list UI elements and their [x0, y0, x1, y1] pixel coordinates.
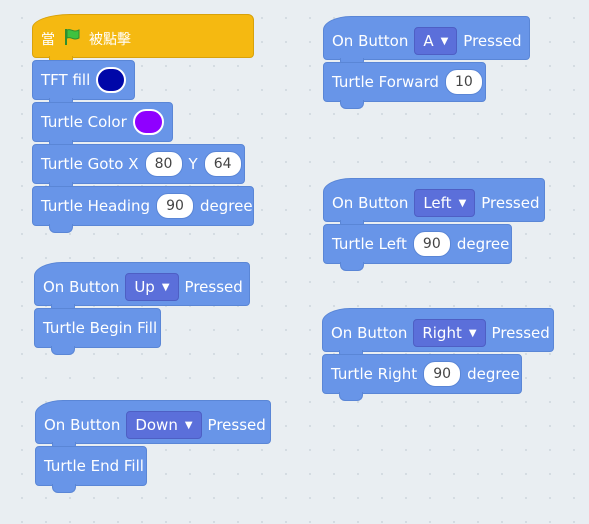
heading-unit-label: degree [200, 197, 253, 215]
caret-down-icon: ▼ [468, 327, 477, 339]
turtle-color-block[interactable]: Turtle Color [32, 102, 173, 149]
tft-fill-color-swatch[interactable] [96, 67, 126, 93]
button-select-dropdown[interactable]: A ▼ [414, 27, 458, 55]
right-degree-unit-label: degree [467, 365, 520, 383]
turtle-forward-block[interactable]: Turtle Forward 10 [323, 62, 486, 109]
pressed-label: Pressed [184, 278, 243, 296]
on-button-down-block[interactable]: On Button Down ▼ Pressed [35, 400, 271, 451]
heading-input[interactable]: 90 [156, 193, 195, 219]
turtle-begin-fill-label: Turtle Begin Fill [43, 319, 158, 337]
caret-down-icon: ▼ [440, 35, 449, 47]
button-select-dropdown[interactable]: Right ▼ [413, 319, 486, 347]
pressed-label: Pressed [481, 194, 540, 212]
caret-down-icon: ▼ [458, 197, 467, 209]
goto-y-input[interactable]: 64 [203, 151, 242, 177]
main-script-stack[interactable]: 當 被點擊 TFT fill Turtle Color Turtle Goto … [32, 14, 254, 233]
forward-steps-input[interactable]: 10 [444, 69, 483, 95]
left-degree-unit-label: degree [456, 235, 510, 253]
turtle-forward-label: Turtle Forward [332, 73, 439, 91]
on-button-label: On Button [43, 278, 120, 296]
on-button-right-stack[interactable]: On Button Right ▼ Pressed Turtle Right 9… [322, 308, 554, 401]
green-flag-icon [63, 28, 81, 50]
turtle-heading-label: Turtle Heading [41, 197, 151, 215]
tft-fill-label: TFT fill [41, 71, 91, 89]
pressed-label: Pressed [207, 416, 266, 434]
on-button-down-stack[interactable]: On Button Down ▼ Pressed Turtle End Fill [35, 400, 271, 493]
button-select-dropdown[interactable]: Up ▼ [125, 273, 179, 301]
tft-fill-block[interactable]: TFT fill [32, 60, 135, 107]
on-button-label: On Button [44, 416, 121, 434]
when-flag-suffix: 被點擊 [89, 32, 131, 48]
on-button-a-block[interactable]: On Button A ▼ Pressed [323, 16, 530, 67]
turtle-end-fill-block[interactable]: Turtle End Fill [35, 446, 147, 493]
button-select-value: Up [134, 278, 155, 296]
turtle-right-block[interactable]: Turtle Right 90 degree [322, 354, 522, 401]
on-button-label: On Button [331, 324, 408, 342]
caret-down-icon: ▼ [184, 419, 193, 431]
on-button-left-stack[interactable]: On Button Left ▼ Pressed Turtle Left 90 … [323, 178, 545, 271]
goto-y-label: Y [188, 155, 198, 173]
when-flag-prefix: 當 [41, 32, 55, 48]
turtle-goto-label: Turtle Goto X [41, 155, 139, 173]
button-select-value: Down [135, 416, 178, 434]
button-select-dropdown[interactable]: Down ▼ [126, 411, 202, 439]
turtle-color-label: Turtle Color [41, 113, 127, 131]
on-button-up-block[interactable]: On Button Up ▼ Pressed [34, 262, 250, 313]
pressed-label: Pressed [463, 32, 522, 50]
on-button-a-stack[interactable]: On Button A ▼ Pressed Turtle Forward 10 [323, 16, 530, 109]
caret-down-icon: ▼ [161, 281, 170, 293]
button-select-dropdown[interactable]: Left ▼ [414, 189, 476, 217]
goto-x-input[interactable]: 80 [144, 151, 183, 177]
button-select-value: Left [423, 194, 452, 212]
on-button-left-block[interactable]: On Button Left ▼ Pressed [323, 178, 545, 229]
button-select-value: Right [422, 324, 462, 342]
turtle-right-label: Turtle Right [331, 365, 418, 383]
turtle-color-swatch[interactable] [132, 109, 164, 135]
pressed-label: Pressed [491, 324, 550, 342]
when-flag-clicked-block[interactable]: 當 被點擊 [32, 14, 254, 65]
turtle-end-fill-label: Turtle End Fill [44, 457, 144, 475]
left-degree-input[interactable]: 90 [412, 231, 451, 257]
turtle-heading-block[interactable]: Turtle Heading 90 degree [32, 186, 254, 233]
turtle-left-label: Turtle Left [332, 235, 407, 253]
on-button-up-stack[interactable]: On Button Up ▼ Pressed Turtle Begin Fill [34, 262, 250, 355]
on-button-label: On Button [332, 194, 409, 212]
turtle-goto-block[interactable]: Turtle Goto X 80 Y 64 [32, 144, 245, 191]
on-button-right-block[interactable]: On Button Right ▼ Pressed [322, 308, 554, 359]
on-button-label: On Button [332, 32, 409, 50]
right-degree-input[interactable]: 90 [423, 361, 462, 387]
button-select-value: A [423, 32, 434, 50]
turtle-begin-fill-block[interactable]: Turtle Begin Fill [34, 308, 161, 355]
turtle-left-block[interactable]: Turtle Left 90 degree [323, 224, 512, 271]
